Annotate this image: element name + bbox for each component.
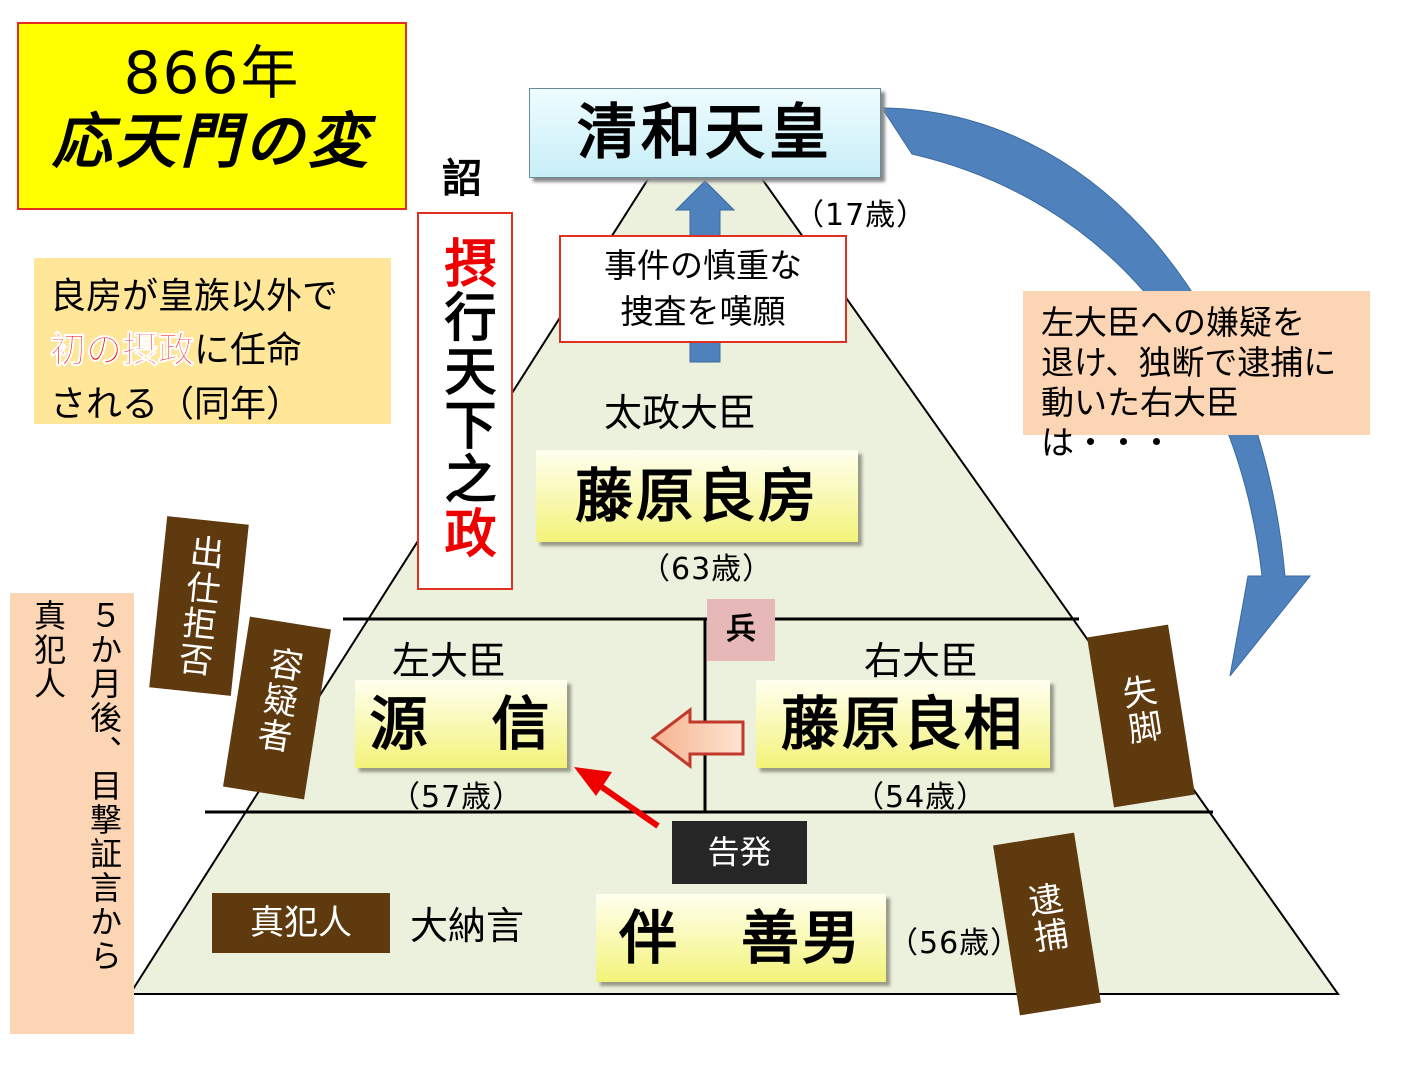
daijodaijin-name: 藤原良房 — [536, 450, 858, 542]
udaijin-name: 藤原良相 — [756, 680, 1050, 768]
petition-box: 事件の慎重な 捜査を嘆願 — [559, 235, 847, 343]
regent-note-line2-rest: に任命 — [194, 330, 303, 371]
title-box: 866年 応天門の変 — [17, 22, 407, 210]
dainagon-name: 伴 善男 — [596, 894, 886, 982]
regent-note-line1: 良房が皇族以外で — [50, 276, 339, 317]
regent-note: 良房が皇族以外で 初の摂政に任命 される（同年） — [34, 258, 391, 425]
decree-text: 摂行天下之政 — [435, 236, 495, 560]
sadaijin-age: （57歳） — [390, 780, 524, 815]
udaijin-age: （54歳） — [854, 780, 988, 815]
arrest-label-text: 逮捕 — [1019, 879, 1071, 957]
true-culprit-tag: 真犯人 — [212, 893, 390, 953]
title-year: 866年 — [123, 39, 301, 107]
decree-middle: 行天下之 — [435, 290, 495, 506]
emperor-box: 清和天皇 — [529, 88, 881, 178]
title-event-name: 応天門の変 — [52, 107, 372, 177]
decree-label: 詔 — [442, 156, 482, 202]
suspect-label-text: 容疑者 — [249, 643, 306, 757]
sadaijin-title: 左大臣 — [392, 639, 507, 683]
regent-note-line2: 初の摂政に任命 — [49, 324, 391, 378]
decree-box: 摂行天下之政 — [417, 212, 513, 590]
decree-char-first: 摂 — [435, 236, 495, 290]
culprit-note: ５か月後、目撃証言から 真犯人 — [10, 593, 134, 1034]
accusation-left-arrow — [650, 706, 745, 770]
daijodaijin-title: 太政大臣 — [604, 391, 757, 435]
culprit-note-col1: 真犯人 — [29, 599, 67, 701]
suspicion-note: 左大臣への嫌疑を 退け、独断で逮捕に 動いた右大臣は・・・ — [1023, 291, 1370, 462]
petition-line2: 捜査を嘆願 — [620, 292, 786, 331]
petition-line1: 事件の慎重な — [604, 246, 802, 285]
sadaijin-name: 源 信 — [355, 680, 567, 768]
dainagon-age: （56歳） — [888, 926, 1022, 961]
accusation-label: 告発 — [672, 821, 807, 884]
accuse-red-arrow — [594, 780, 660, 829]
soldiers-label: 兵 — [707, 599, 775, 661]
suspicion-note-line2: 退け、独断で逮捕に — [1041, 343, 1337, 382]
refuse-label-text: 出仕拒否 — [170, 532, 226, 680]
downfall-label-text: 失脚 — [1113, 671, 1165, 749]
daijodaijin-age: （63歳） — [640, 552, 774, 587]
culprit-note-col2: ５か月後、目撃証言から — [85, 599, 123, 973]
udaijin-title: 右大臣 — [864, 639, 979, 683]
suspicion-note-line1: 左大臣への嫌疑を — [1041, 303, 1305, 342]
first-regent-emphasis: 初の摂政 — [49, 330, 195, 372]
regent-note-line3: される（同年） — [50, 384, 303, 425]
suspicion-note-line3: 動いた右大臣は・・・ — [1041, 383, 1239, 462]
emperor-age: （17歳） — [794, 198, 928, 233]
decree-char-last: 政 — [435, 506, 495, 560]
dainagon-title: 大納言 — [410, 904, 525, 948]
accuse-red-arrowhead — [574, 767, 612, 796]
